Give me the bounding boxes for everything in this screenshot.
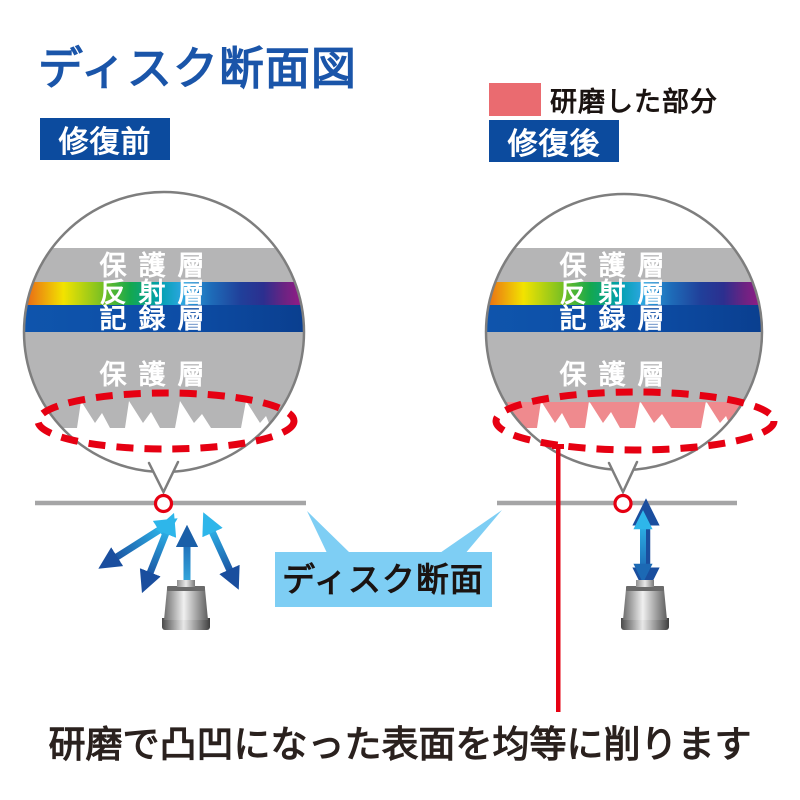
- before-callout-tail-fill: [148, 461, 179, 492]
- before-label-reflective: 反射層: [100, 278, 217, 308]
- before-repair-badge: 修復前: [40, 118, 170, 160]
- scattered-laser-arrows: [98, 512, 240, 594]
- callout-box: [275, 552, 492, 607]
- after-label-protective-bottom: 保護層: [559, 359, 677, 390]
- legend-color-swatch: [489, 83, 541, 116]
- before-circle: 保護層 反射層 記録層 保護層: [22, 190, 306, 495]
- page-title: ディスク断面図: [38, 43, 357, 94]
- callout-label: ディスク断面: [282, 561, 484, 598]
- after-label-protective-top: 保護層: [559, 250, 677, 281]
- legend-label: 研磨した部分: [550, 87, 718, 117]
- before-protective-bottom-jagged: [24, 332, 304, 428]
- callout-pointer-left: [307, 511, 350, 553]
- scatter-arrow-steep-icon: [139, 512, 177, 594]
- after-callout-tail-fill: [608, 461, 639, 492]
- before-recording-band: [24, 305, 304, 332]
- before-label-recording: 記録層: [100, 303, 217, 334]
- lens-rim: [626, 586, 664, 591]
- lens-cap: [636, 580, 654, 587]
- after-reflective-band: [486, 282, 762, 305]
- bottom-caption: 研磨で凸凹になった表面を均等に削ります: [48, 724, 752, 765]
- after-focus-point-circle: [613, 493, 633, 514]
- scatter-arrow-right-icon: [202, 512, 240, 590]
- after-label-recording: 記録層: [560, 303, 677, 334]
- focused-laser-arrow: [632, 498, 660, 595]
- callout-pointer-right: [437, 510, 502, 555]
- before-label-protective-bottom: 保護層: [99, 359, 217, 390]
- before-focus-point-circle: [153, 493, 174, 514]
- after-polished-highlight-ellipse: [492, 388, 778, 454]
- before-reflective-band: [24, 282, 304, 305]
- before-label-protective-top: 保護層: [99, 250, 217, 281]
- lens-body: [164, 589, 208, 620]
- lens-cap: [177, 580, 195, 587]
- after-callout-tail-outline: [607, 460, 639, 495]
- before-pickup-lens-icon: [162, 580, 210, 630]
- lens-body: [623, 589, 667, 620]
- before-protective-top-band: [24, 248, 304, 283]
- polished-area-legend: 研磨した部分: [489, 80, 718, 119]
- after-polished-area: [486, 401, 762, 428]
- after-recording-band: [486, 305, 762, 332]
- lens-base: [621, 618, 669, 630]
- after-label-reflective: 反射層: [560, 278, 677, 308]
- caption-pointer-line: [552, 444, 564, 712]
- lens-base: [162, 618, 210, 630]
- lens-rim: [167, 586, 205, 591]
- after-circle: 保護層 反射層 記録層 保護層: [484, 192, 764, 495]
- before-damage-highlight-ellipse: [34, 389, 298, 453]
- after-pickup-lens-icon: [621, 580, 669, 630]
- disc-section-callout: ディスク断面: [275, 510, 502, 607]
- after-protective-top-band: [486, 248, 762, 283]
- after-repair-badge: 修復後: [489, 120, 619, 162]
- before-callout-tail-outline: [147, 460, 180, 495]
- pointer-line: [556, 444, 561, 712]
